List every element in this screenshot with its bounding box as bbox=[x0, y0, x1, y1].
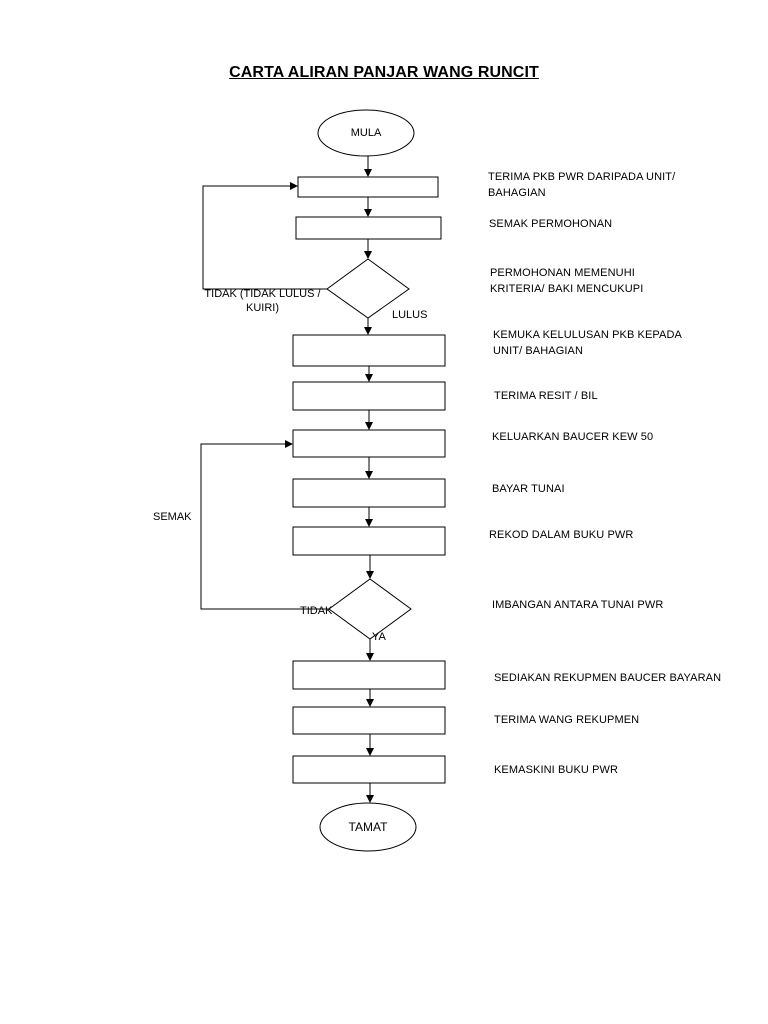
step-text: KELUARKAN BAUCER KEW 50 bbox=[492, 431, 654, 443]
process-box-2 bbox=[295, 216, 442, 240]
process-box-9 bbox=[292, 706, 446, 735]
process-box-8 bbox=[292, 660, 446, 690]
step-label-12: KEMASKINI BUKU PWR bbox=[494, 762, 618, 778]
step-label-7: BAYAR TUNAI bbox=[492, 481, 565, 497]
step-label-1: TERIMA PKB PWR DARIPADA UNIT/ BAHAGIAN bbox=[488, 169, 675, 201]
process-box-7 bbox=[292, 526, 446, 556]
step-label-4: KEMUKA KELULUSAN PKB KEPADA UNIT/ BAHAGI… bbox=[493, 327, 682, 359]
step-label-9: IMBANGAN ANTARA TUNAI PWR bbox=[492, 597, 663, 613]
decision1-no-label: TIDAK (TIDAK LULUS / KUIRI) bbox=[204, 288, 321, 314]
step-text: BAYAR TUNAI bbox=[492, 483, 565, 495]
step-text: KEMUKA KELULUSAN PKB KEPADA UNIT/ BAHAGI… bbox=[493, 329, 682, 357]
step-text: SEMAK PERMOHONAN bbox=[489, 218, 613, 230]
decision2-yes-label: YA bbox=[372, 631, 386, 643]
page-title: CARTA ALIRAN PANJAR WANG RUNCIT bbox=[229, 64, 539, 81]
step-text: TERIMA RESIT / BIL bbox=[494, 390, 598, 402]
decision1-yes-label: LULUS bbox=[392, 309, 428, 321]
process-box-1 bbox=[297, 176, 439, 198]
decision2-no-label: TIDAK bbox=[300, 605, 333, 617]
loop-label: SEMAK bbox=[153, 511, 192, 523]
step-label-10: SEDIAKAN REKUPMEN BAUCER BAYARAN bbox=[494, 670, 721, 686]
loop-back-arrow-1 bbox=[202, 182, 327, 290]
loop-back-arrow-2 bbox=[200, 440, 329, 610]
step-label-8: REKOD DALAM BUKU PWR bbox=[489, 527, 633, 543]
step-text: IMBANGAN ANTARA TUNAI PWR bbox=[492, 599, 664, 611]
process-box-5 bbox=[292, 429, 446, 458]
step-text: KEMASKINI BUKU PWR bbox=[494, 764, 619, 776]
step-text: PERMOHONAN MEMENUHI KRITERIA/ BAKI MENCU… bbox=[490, 267, 644, 295]
process-box-3 bbox=[292, 334, 446, 367]
process-box-10 bbox=[292, 755, 446, 784]
end-label: TAMAT bbox=[349, 820, 389, 834]
decision-2 bbox=[328, 578, 412, 640]
process-box-4 bbox=[292, 381, 446, 411]
step-text: TERIMA PKB PWR DARIPADA UNIT/ BAHAGIAN bbox=[488, 171, 676, 199]
step-label-3: PERMOHONAN MEMENUHI KRITERIA/ BAKI MENCU… bbox=[490, 265, 643, 297]
step-text: REKOD DALAM BUKU PWR bbox=[489, 529, 634, 541]
step-text: TERIMA WANG REKUPMEN bbox=[494, 714, 640, 726]
step-text: SEDIAKAN REKUPMEN BAUCER BAYARAN bbox=[494, 672, 722, 684]
step-label-6: KELUARKAN BAUCER KEW 50 bbox=[492, 429, 653, 445]
step-label-2: SEMAK PERMOHONAN bbox=[489, 216, 612, 232]
end-terminal bbox=[319, 802, 417, 852]
start-label: MULA bbox=[351, 127, 382, 139]
step-label-5: TERIMA RESIT / BIL bbox=[494, 388, 598, 404]
process-box-6 bbox=[292, 478, 446, 508]
step-label-11: TERIMA WANG REKUPMEN bbox=[494, 712, 639, 728]
start-terminal bbox=[317, 109, 415, 157]
